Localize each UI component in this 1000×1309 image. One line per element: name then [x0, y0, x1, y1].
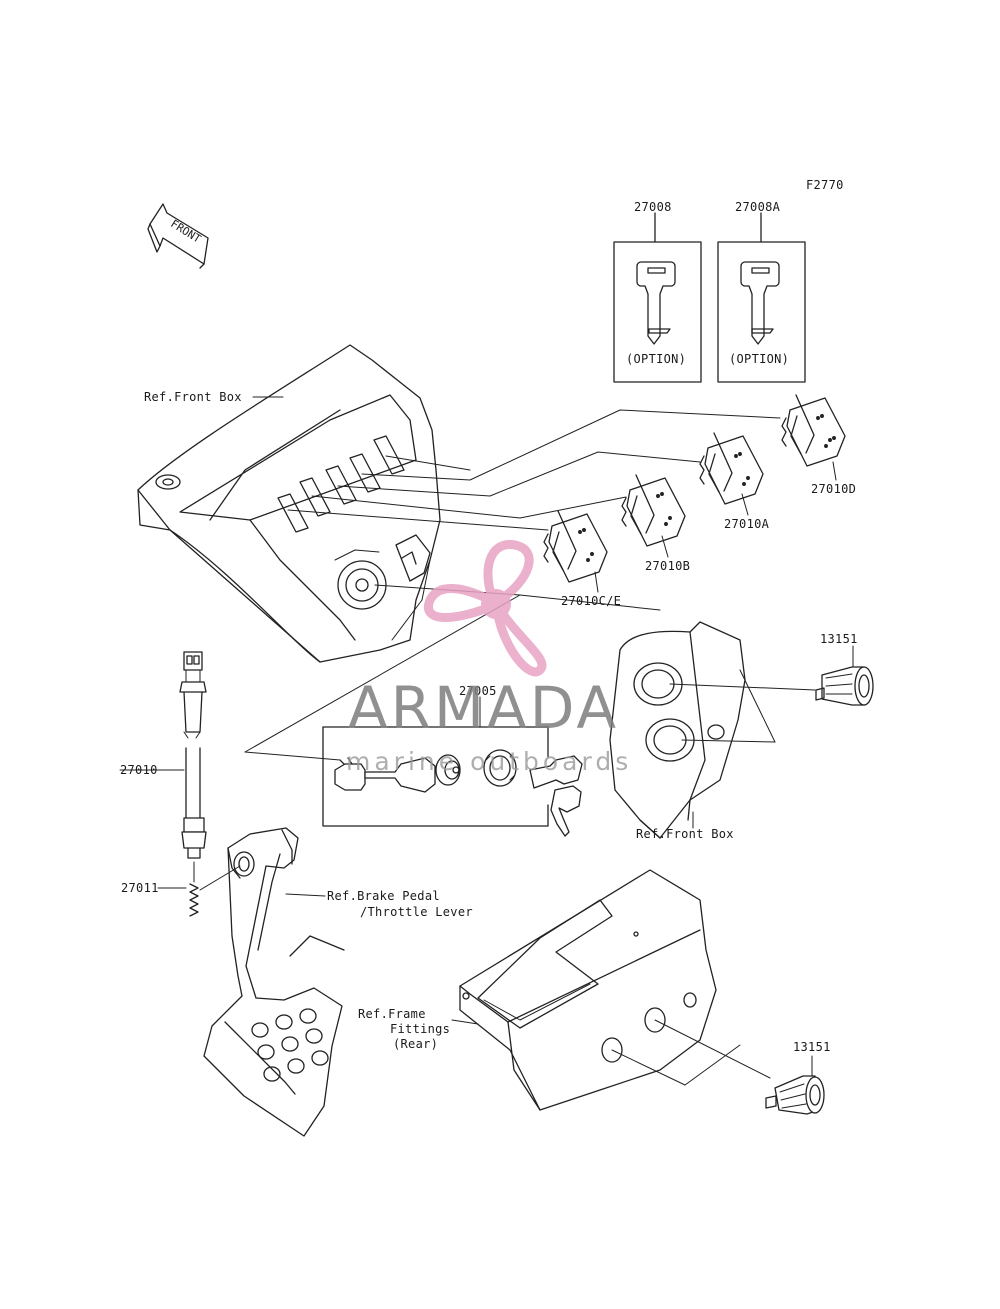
ref-front-box-label: Ref.Front Box: [144, 390, 242, 404]
part-number-27005: 27005: [459, 684, 497, 698]
switch-label-leaders: [594, 461, 837, 593]
part-number-27011: 27011: [121, 881, 159, 895]
rocker-switch-27010CE: [543, 510, 608, 583]
brake-spring-27011: [189, 861, 199, 917]
leader-lines: [244, 409, 781, 761]
part-number-27010CE: 27010C/E: [561, 594, 622, 608]
power-socket-13151-bottom: [765, 1055, 825, 1115]
key-icon: [529, 755, 583, 789]
front-box-socket-panel: [609, 621, 746, 839]
ref-fittings-label: Fittings: [390, 1022, 451, 1036]
switch-slot: [373, 435, 405, 475]
part-number-27010: 27010: [120, 763, 158, 777]
ignition-hole: [337, 560, 387, 610]
key-option-box-27008: [613, 212, 702, 383]
part-number-27008: 27008: [634, 200, 672, 214]
key-icon: [550, 785, 582, 837]
switch-slot: [325, 465, 357, 505]
rocker-switch-27010D: [781, 394, 846, 467]
brake-switch-27010: [179, 651, 207, 859]
lock-nut: [483, 749, 517, 787]
frame-leaders: [451, 1019, 771, 1086]
rocker-switch-27010B: [621, 474, 686, 547]
part-number-13151-top: 13151: [820, 632, 858, 646]
key-option-box-27008A: [717, 212, 806, 383]
front-arrow-icon: FRONT: [147, 203, 209, 269]
part-number-27010A: 27010A: [724, 517, 770, 531]
diagram-code: F2770: [806, 178, 844, 192]
switch-slot: [349, 453, 381, 493]
part-number-13151-bottom: 13151: [793, 1040, 831, 1054]
watermark-title: ARMADA: [348, 674, 620, 742]
rocker-switch-27010A: [699, 432, 764, 505]
front-box-panel: [137, 344, 441, 663]
ref-frame-label: Ref.Frame: [358, 1007, 426, 1021]
key-blank-icon: [740, 261, 780, 345]
ref-brake-pedal-label: Ref.Brake Pedal: [327, 889, 440, 903]
option-note-27008A: (OPTION): [729, 352, 790, 366]
armada-propeller-logo: [424, 540, 547, 677]
ref-throttle-lever-label: /Throttle Lever: [360, 905, 473, 919]
ref-front-box-label-right: Ref.Front Box: [636, 827, 734, 841]
key-blank-icon: [636, 261, 676, 345]
part-number-27010B: 27010B: [645, 559, 691, 573]
watermark-subtitle: marine outboards: [346, 747, 633, 776]
brake-pedal: [203, 827, 345, 1137]
power-socket-13151-top: [815, 645, 874, 706]
frame-fittings-rear: [459, 869, 717, 1111]
switch-slot: [277, 493, 309, 533]
socket-leaders: [669, 669, 816, 829]
switch-slot: [299, 477, 331, 517]
option-note-27008: (OPTION): [626, 352, 687, 366]
part-number-27010D: 27010D: [811, 482, 857, 496]
ref-rear-label: (Rear): [393, 1037, 439, 1051]
ignition-switch-assembly-27005: [322, 696, 583, 837]
brake-leaders: [199, 865, 326, 897]
part-number-27008A: 27008A: [735, 200, 781, 214]
